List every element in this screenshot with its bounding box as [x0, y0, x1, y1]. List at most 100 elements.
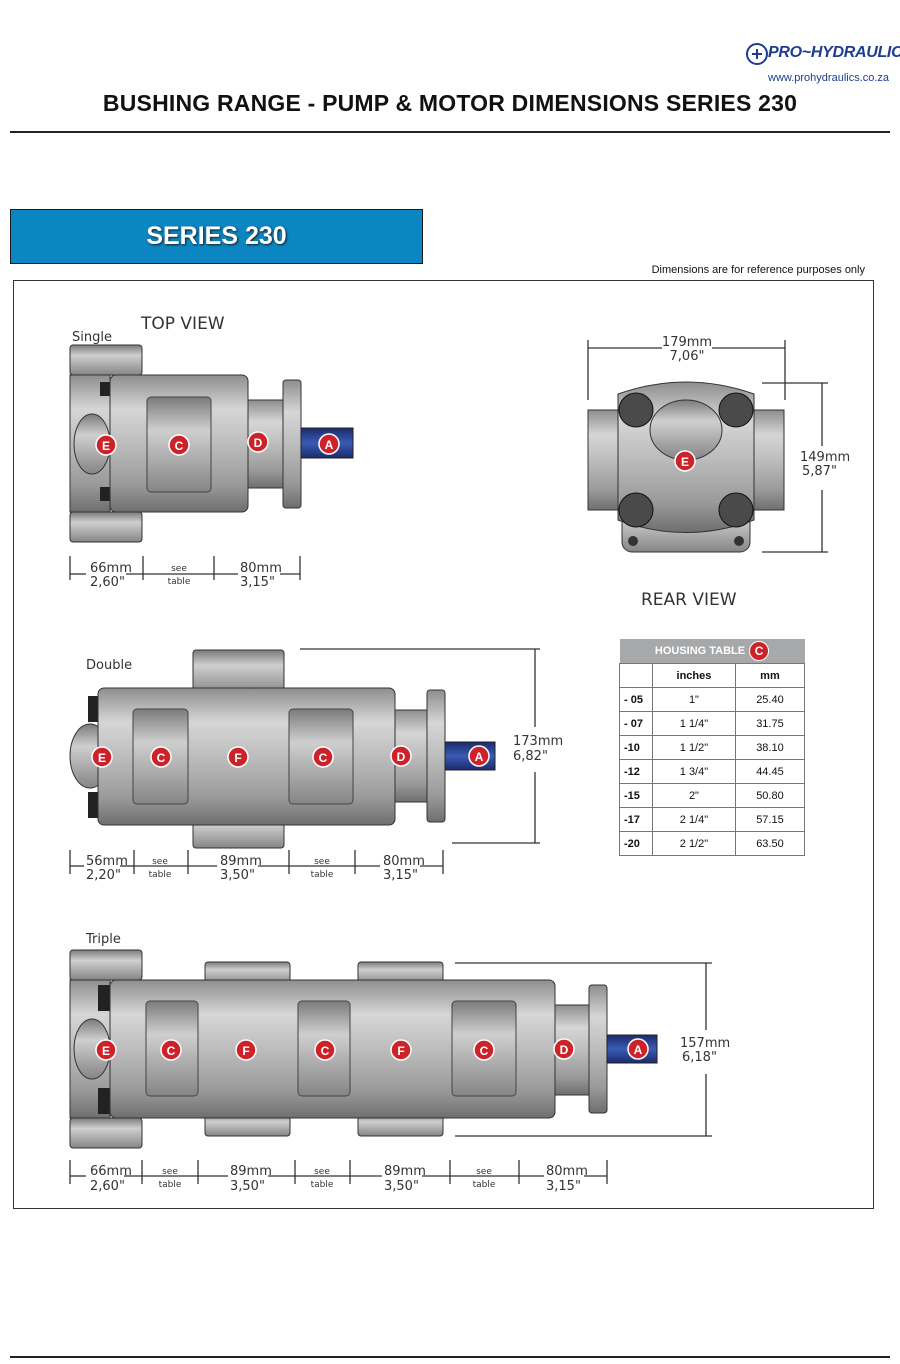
- housing-table-title: HOUSING TABLE: [654, 644, 746, 657]
- row-inches: 1 1/4": [652, 711, 736, 736]
- svg-text:C: C: [157, 751, 166, 765]
- marker-c-single: C: [168, 434, 190, 456]
- row-inches: 1 1/2": [652, 735, 736, 760]
- header-code: [619, 663, 653, 688]
- double-shaft-in: 3,15": [383, 868, 418, 883]
- row-code: -15: [619, 783, 653, 808]
- svg-text:D: D: [397, 750, 406, 764]
- double-dimension-lines: [69, 648, 540, 874]
- marker-f-double: F: [227, 746, 249, 768]
- reference-note: Dimensions are for reference purposes on…: [651, 264, 865, 276]
- row-mm: 44.45: [734, 759, 806, 784]
- brand-url[interactable]: www.prohydraulics.co.za: [768, 72, 890, 84]
- brand-logo: PRO~HYDRAULICS www.prohydraulics.co.za: [740, 30, 900, 90]
- marker-e-double: E: [91, 746, 113, 768]
- marker-d-single: D: [247, 431, 269, 453]
- row-inches: 2 1/4": [652, 807, 736, 832]
- triple-table-2: table: [311, 1180, 334, 1190]
- double-table-1: table: [149, 870, 172, 880]
- triple-dimension-lines: [69, 962, 712, 1184]
- rear-view-label: REAR VIEW: [641, 590, 737, 610]
- rear-height-in: 5,87": [802, 464, 837, 479]
- single-dimension-lines: [69, 556, 301, 580]
- series-banner: SERIES 230: [10, 209, 423, 264]
- svg-text:E: E: [102, 439, 110, 453]
- series-label: SERIES 230: [146, 222, 287, 250]
- triple-table-1: table: [159, 1180, 182, 1190]
- marker-c-triple-3: C: [473, 1039, 495, 1061]
- triple-mid1-in: 3,50": [230, 1179, 265, 1194]
- marker-e-triple: E: [95, 1039, 117, 1061]
- double-shaft-mm: 80mm: [383, 854, 425, 869]
- svg-text:C: C: [167, 1044, 176, 1058]
- row-inches: 2": [652, 783, 736, 808]
- svg-text:A: A: [634, 1043, 643, 1057]
- row-code: -10: [619, 735, 653, 760]
- marker-f-triple-1: F: [235, 1039, 257, 1061]
- marker-a-triple: A: [627, 1038, 649, 1060]
- double-table-2: table: [311, 870, 334, 880]
- triple-label: Triple: [85, 932, 121, 947]
- row-inches: 2 1/2": [652, 831, 736, 856]
- triple-see-2: see: [314, 1167, 330, 1177]
- brand-name: PRO~HYDRAULICS: [768, 44, 900, 61]
- marker-a-double: A: [468, 745, 490, 767]
- rear-dimension-lines: [587, 340, 828, 553]
- row-mm: 63.50: [734, 831, 806, 856]
- marker-e-rear: E: [674, 450, 696, 472]
- single-shaft-mm: 80mm: [240, 561, 282, 576]
- svg-text:D: D: [254, 436, 263, 450]
- svg-text:C: C: [321, 1044, 330, 1058]
- marker-c-triple-1: C: [160, 1039, 182, 1061]
- row-mm: 31.75: [734, 711, 806, 736]
- triple-mid2-in: 3,50": [384, 1179, 419, 1194]
- footer-divider: [10, 1356, 890, 1358]
- triple-shaft-in: 3,15": [546, 1179, 581, 1194]
- triple-height-in: 6,18": [682, 1050, 717, 1065]
- double-front-mm: 56mm: [86, 854, 128, 869]
- row-code: - 07: [619, 711, 653, 736]
- double-height-mm: 173mm: [513, 734, 563, 749]
- rear-view-drawing: [587, 381, 785, 553]
- double-front-in: 2,20": [86, 868, 121, 883]
- page-title: BUSHING RANGE - PUMP & MOTOR DIMENSIONS …: [102, 90, 798, 116]
- double-see-1: see: [152, 857, 168, 867]
- marker-d-triple: D: [553, 1038, 575, 1060]
- marker-c-triple-2: C: [314, 1039, 336, 1061]
- marker-c-double-2: C: [312, 746, 334, 768]
- svg-text:A: A: [325, 438, 334, 452]
- triple-height-mm: 157mm: [680, 1036, 730, 1051]
- svg-text:C: C: [319, 751, 328, 765]
- double-see-2: see: [314, 857, 330, 867]
- marker-f-triple-2: F: [390, 1039, 412, 1061]
- triple-front-mm: 66mm: [90, 1164, 132, 1179]
- triple-mid2-mm: 89mm: [384, 1164, 426, 1179]
- triple-table-3: table: [473, 1180, 496, 1190]
- row-code: -17: [619, 807, 653, 832]
- svg-text:C: C: [175, 439, 184, 453]
- triple-front-in: 2,60": [90, 1179, 125, 1194]
- logo-emblem-icon: [746, 43, 768, 65]
- svg-text:E: E: [102, 1044, 110, 1058]
- marker-a-single: A: [318, 433, 340, 455]
- header-divider: [10, 131, 890, 133]
- single-front-in: 2,60": [90, 575, 125, 590]
- svg-text:A: A: [475, 750, 484, 764]
- triple-shaft-mm: 80mm: [546, 1164, 588, 1179]
- top-view-label: TOP VIEW: [140, 314, 225, 334]
- marker-d-double: D: [390, 745, 412, 767]
- rear-height-mm: 149mm: [800, 450, 850, 465]
- triple-see-1: see: [162, 1167, 178, 1177]
- svg-text:E: E: [681, 455, 689, 469]
- header-inches: inches: [652, 663, 736, 688]
- triple-see-3: see: [476, 1167, 492, 1177]
- single-see: see: [171, 564, 187, 574]
- single-front-mm: 66mm: [90, 561, 132, 576]
- marker-c-double-1: C: [150, 746, 172, 768]
